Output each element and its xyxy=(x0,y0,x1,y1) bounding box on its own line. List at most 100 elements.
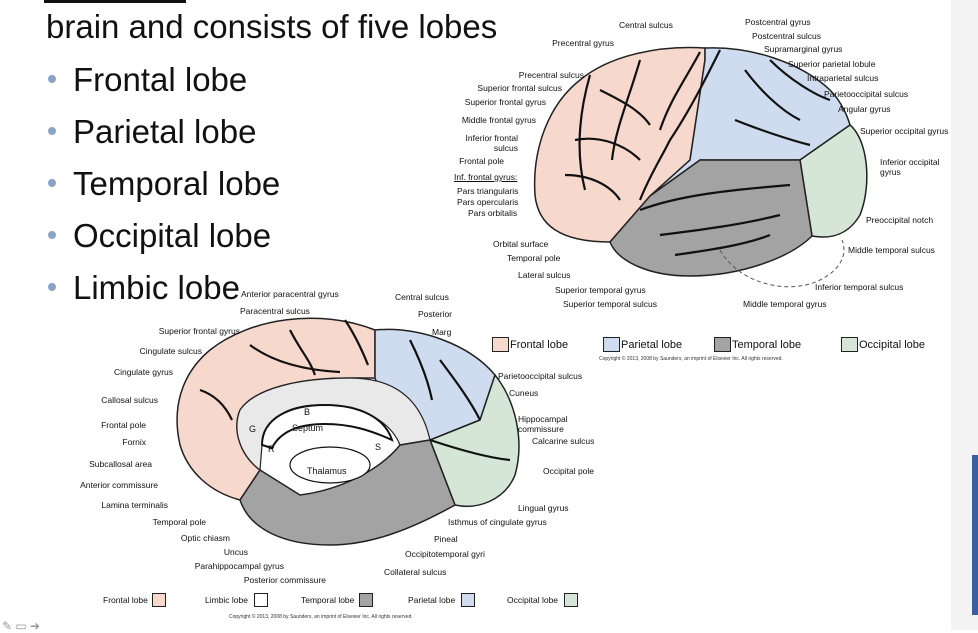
label-superior-frontal-gyrus: Superior frontal gyrus xyxy=(464,97,546,107)
inner-label-g: G xyxy=(249,424,257,434)
label-superior-frontal-sulcus: Superior frontal sulcus xyxy=(477,83,562,93)
inner-label-septum: Septum xyxy=(292,423,324,433)
bullet-item: Frontal lobe xyxy=(46,58,280,110)
legend2-swatch-temporal xyxy=(359,593,373,607)
label-marg: Marg xyxy=(432,327,452,337)
legend-swatch-temporal xyxy=(714,337,731,352)
bullet-text: Temporal lobe xyxy=(73,165,281,202)
label-inferior-occipital: Inferior occipital xyxy=(880,157,940,167)
label-inferior-temporal-sulcus: Inferior temporal sulcus xyxy=(815,282,904,292)
label-anterior-paracentral-gyrus: Anterior paracentral gyrus xyxy=(241,289,339,299)
label-optic-chiasm: Optic chiasm xyxy=(180,533,230,543)
legend2-label-occipital: Occipital lobe xyxy=(507,595,559,605)
medial-temporal-region xyxy=(239,439,456,546)
bullet-dot-icon xyxy=(48,283,56,291)
label-central-sulcus-medial: Central sulcus xyxy=(395,292,449,302)
right-screen-edge xyxy=(951,0,978,630)
label-paracentral-sulcus: Paracentral sulcus xyxy=(240,306,310,316)
label-superior-temporal-gyrus: Superior temporal gyrus xyxy=(555,285,646,295)
bullet-text: Occipital lobe xyxy=(73,217,272,254)
inner-label-r: R xyxy=(268,444,275,454)
legend2-swatch-limbic xyxy=(254,593,268,607)
legend2-label-frontal: Frontal lobe xyxy=(103,595,148,605)
label-lamina-terminalis: Lamina terminalis xyxy=(101,500,168,510)
label-central-sulcus: Central sulcus xyxy=(619,20,673,30)
legend2-swatch-frontal xyxy=(152,593,166,607)
label-anterior-commissure: Anterior commissure xyxy=(80,480,158,490)
bullet-item: Occipital lobe xyxy=(46,214,280,266)
legend2-label-parietal: Parietal lobe xyxy=(408,595,456,605)
medial-brain-view xyxy=(176,317,520,546)
label-middle-frontal-gyrus: Middle frontal gyrus xyxy=(461,115,536,125)
label-pars-opercularis: Pars opercularis xyxy=(457,197,519,207)
slide-toolbar-icons[interactable]: ✎ ▭ ➜ xyxy=(2,619,41,633)
bullet-text: Limbic lobe xyxy=(73,269,240,306)
label-pars-triangularis: Pars triangularis xyxy=(457,186,519,196)
bullet-dot-icon xyxy=(48,127,56,135)
label-superior-frontal-gyrus-medial: Superior frontal gyrus xyxy=(158,326,240,336)
label-orbital-surface: Orbital surface xyxy=(493,239,549,249)
bullet-dot-icon xyxy=(48,231,56,239)
label-pars-orbitalis: Pars orbitalis xyxy=(468,208,518,218)
label-parietooccipital-sulcus-medial: Parietooccipital sulcus xyxy=(498,371,583,381)
lateral-occipital-region xyxy=(799,124,868,238)
label-intraparietal-sulcus: Intraparietal sulcus xyxy=(807,73,879,83)
medial-copyright: Copyright © 2013, 2008 by Saunders, an i… xyxy=(229,614,413,620)
label-pineal: Pineal xyxy=(434,534,458,544)
medial-thalamus xyxy=(289,446,371,484)
legend2-swatch-parietal xyxy=(461,593,475,607)
lobe-bullet-list: Frontal lobe Parietal lobe Temporal lobe… xyxy=(46,58,280,318)
label-cingulate-sulcus: Cingulate sulcus xyxy=(139,346,202,356)
bullet-text: Parietal lobe xyxy=(73,113,257,150)
label-fornix: Fornix xyxy=(122,437,146,447)
lateral-brain-view xyxy=(533,46,868,288)
legend2-swatch-occipital xyxy=(564,593,578,607)
bullet-item: Limbic lobe xyxy=(46,266,280,318)
label-postcentral-gyrus: Postcentral gyrus xyxy=(745,17,811,27)
legend-swatch-parietal xyxy=(603,337,620,352)
lateral-copyright: Copyright © 2013, 2008 by Saunders, an i… xyxy=(599,356,783,362)
bullet-item: Temporal lobe xyxy=(46,162,280,214)
right-edge-accent xyxy=(972,455,978,615)
legend-swatch-occipital xyxy=(841,337,858,352)
label-precentral-sulcus: Precentral sulcus xyxy=(518,70,584,80)
label-inferior-frontal-sulcus: sulcus xyxy=(493,143,518,153)
label-uncus: Uncus xyxy=(223,547,248,557)
slide-heading: brain and consists of five lobes xyxy=(46,8,498,45)
label-lateral-sulcus: Lateral sulcus xyxy=(518,270,571,280)
title-underline-bar xyxy=(44,0,186,3)
label-preoccipital-notch: Preoccipital notch xyxy=(866,215,934,225)
legend-label-temporal: Temporal lobe xyxy=(732,339,802,351)
legend-label-parietal: Parietal lobe xyxy=(621,339,683,351)
legend2-label-limbic: Limbic lobe xyxy=(205,595,248,605)
label-angular-gyrus: Angular gyrus xyxy=(838,104,891,114)
inner-label-s: S xyxy=(375,442,382,452)
label-lingual-gyrus: Lingual gyrus xyxy=(518,503,569,513)
bullet-text: Frontal lobe xyxy=(73,61,248,98)
label-inferior-frontal: Inferior frontal xyxy=(465,133,518,143)
label-collateral-sulcus: Collateral sulcus xyxy=(384,567,447,577)
label-superior-temporal-sulcus: Superior temporal sulcus xyxy=(563,299,658,309)
label-subcallosal-area: Subcallosal area xyxy=(89,459,152,469)
lateral-sulci-lines xyxy=(564,49,831,257)
legend-swatch-frontal xyxy=(492,337,509,352)
label-inf-frontal-gyrus: Inf. frontal gyrus: xyxy=(454,172,518,182)
bullet-dot-icon xyxy=(48,75,56,83)
bullet-dot-icon xyxy=(48,179,56,187)
medial-occipital-region xyxy=(429,373,520,507)
label-precentral-gyrus: Precentral gyrus xyxy=(552,38,614,48)
label-temporal-pole-medial: Temporal pole xyxy=(152,517,206,527)
medial-corpus-callosum xyxy=(260,403,394,450)
label-cingulate-gyrus: Cingulate gyrus xyxy=(113,367,173,377)
label-isthmus-of-cingulate-gyrus: Isthmus of cingulate gyrus xyxy=(448,517,547,527)
label-frontal-pole-medial: Frontal pole xyxy=(101,420,146,430)
inner-label-thalamus: Thalamus xyxy=(307,466,347,476)
label-middle-temporal-sulcus: Middle temporal sulcus xyxy=(848,245,935,255)
label-parietooccipital-sulcus: Parietooccipital sulcus xyxy=(824,89,909,99)
label-occipital-pole-medial: Occipital pole xyxy=(543,466,595,476)
label-inferior-occipital-gyrus: gyrus xyxy=(880,167,901,177)
label-superior-parietal-lobule: Superior parietal lobule xyxy=(788,59,876,69)
label-posterior: Posterior xyxy=(418,309,453,319)
label-callosal-sulcus: Callosal sulcus xyxy=(101,395,158,405)
